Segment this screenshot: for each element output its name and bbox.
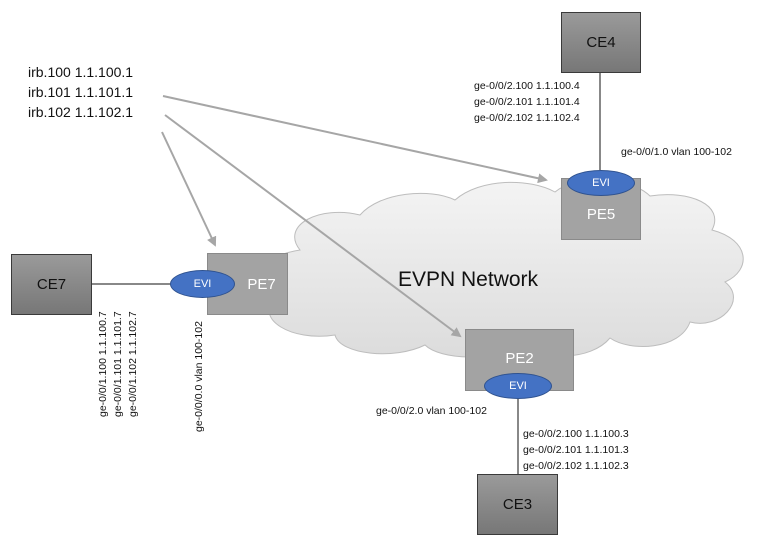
ce3-label: CE3 bbox=[502, 496, 533, 513]
ce4-interface: ge-0/0/2.100 1.1.100.4 bbox=[474, 80, 580, 92]
pe2-label: PE2 bbox=[505, 350, 534, 367]
irb-interface: irb.100 1.1.100.1 bbox=[28, 64, 134, 80]
pe2-evi-label: EVI bbox=[509, 380, 527, 392]
ce3-interface: ge-0/0/2.101 1.1.101.3 bbox=[523, 444, 629, 456]
pe5-access-interface: ge-0/0/1.0 vlan 100-102 bbox=[621, 146, 732, 158]
ce7-interface: ge-0/0/1.102 1.1.102.7 bbox=[127, 311, 139, 417]
pe7-evi-label: EVI bbox=[193, 278, 212, 290]
ce3-interface: ge-0/0/2.102 1.1.102.3 bbox=[523, 460, 629, 472]
pe5-evi-label: EVI bbox=[592, 177, 610, 189]
arrow-irb-to-pe7 bbox=[161, 131, 217, 247]
irb-interface-list: irb.100 1.1.100.1 irb.101 1.1.101.1 irb.… bbox=[28, 62, 133, 122]
pe7-access-interface: ge-0/0/0.0 vlan 100-102 bbox=[193, 321, 205, 432]
ce4-device[interactable]: CE4 bbox=[561, 12, 641, 73]
ce3-device[interactable]: CE3 bbox=[477, 474, 558, 535]
pe7-label: PE7 bbox=[247, 275, 276, 293]
arrow-irb-to-pe2 bbox=[164, 114, 462, 338]
pe5-evi[interactable]: EVI bbox=[567, 170, 635, 196]
pe2-evi[interactable]: EVI bbox=[484, 373, 552, 399]
ce3-interfaces: ge-0/0/2.100 1.1.100.3 ge-0/0/2.101 1.1.… bbox=[523, 426, 629, 474]
ce7-interface: ge-0/0/1.101 1.1.101.7 bbox=[112, 311, 124, 417]
arrow-irb-to-pe5 bbox=[162, 95, 548, 184]
irb-interface: irb.101 1.1.101.1 bbox=[28, 84, 134, 100]
ce4-label: CE4 bbox=[586, 34, 616, 51]
ce7-label: CE7 bbox=[36, 276, 67, 293]
ce7-interfaces: ge-0/0/1.100 1.1.100.7 ge-0/0/1.101 1.1.… bbox=[96, 311, 141, 417]
ce4-interface: ge-0/0/2.102 1.1.102.4 bbox=[474, 112, 580, 124]
ce3-interface: ge-0/0/2.100 1.1.100.3 bbox=[523, 428, 629, 440]
ce7-device[interactable]: CE7 bbox=[11, 254, 92, 315]
ce4-interface: ge-0/0/2.101 1.1.101.4 bbox=[474, 96, 580, 108]
pe2-access-interface: ge-0/0/2.0 vlan 100-102 bbox=[376, 405, 487, 417]
cloud-label: EVPN Network bbox=[398, 268, 539, 291]
pe7-evi[interactable]: EVI bbox=[170, 270, 235, 298]
irb-interface: irb.102 1.1.102.1 bbox=[28, 104, 134, 120]
ce7-interface: ge-0/0/1.100 1.1.100.7 bbox=[97, 311, 109, 417]
pe7-device[interactable]: PE7 bbox=[207, 253, 288, 315]
ce4-interfaces: ge-0/0/2.100 1.1.100.4 ge-0/0/2.101 1.1.… bbox=[474, 78, 580, 126]
pe5-label: PE5 bbox=[586, 206, 616, 223]
